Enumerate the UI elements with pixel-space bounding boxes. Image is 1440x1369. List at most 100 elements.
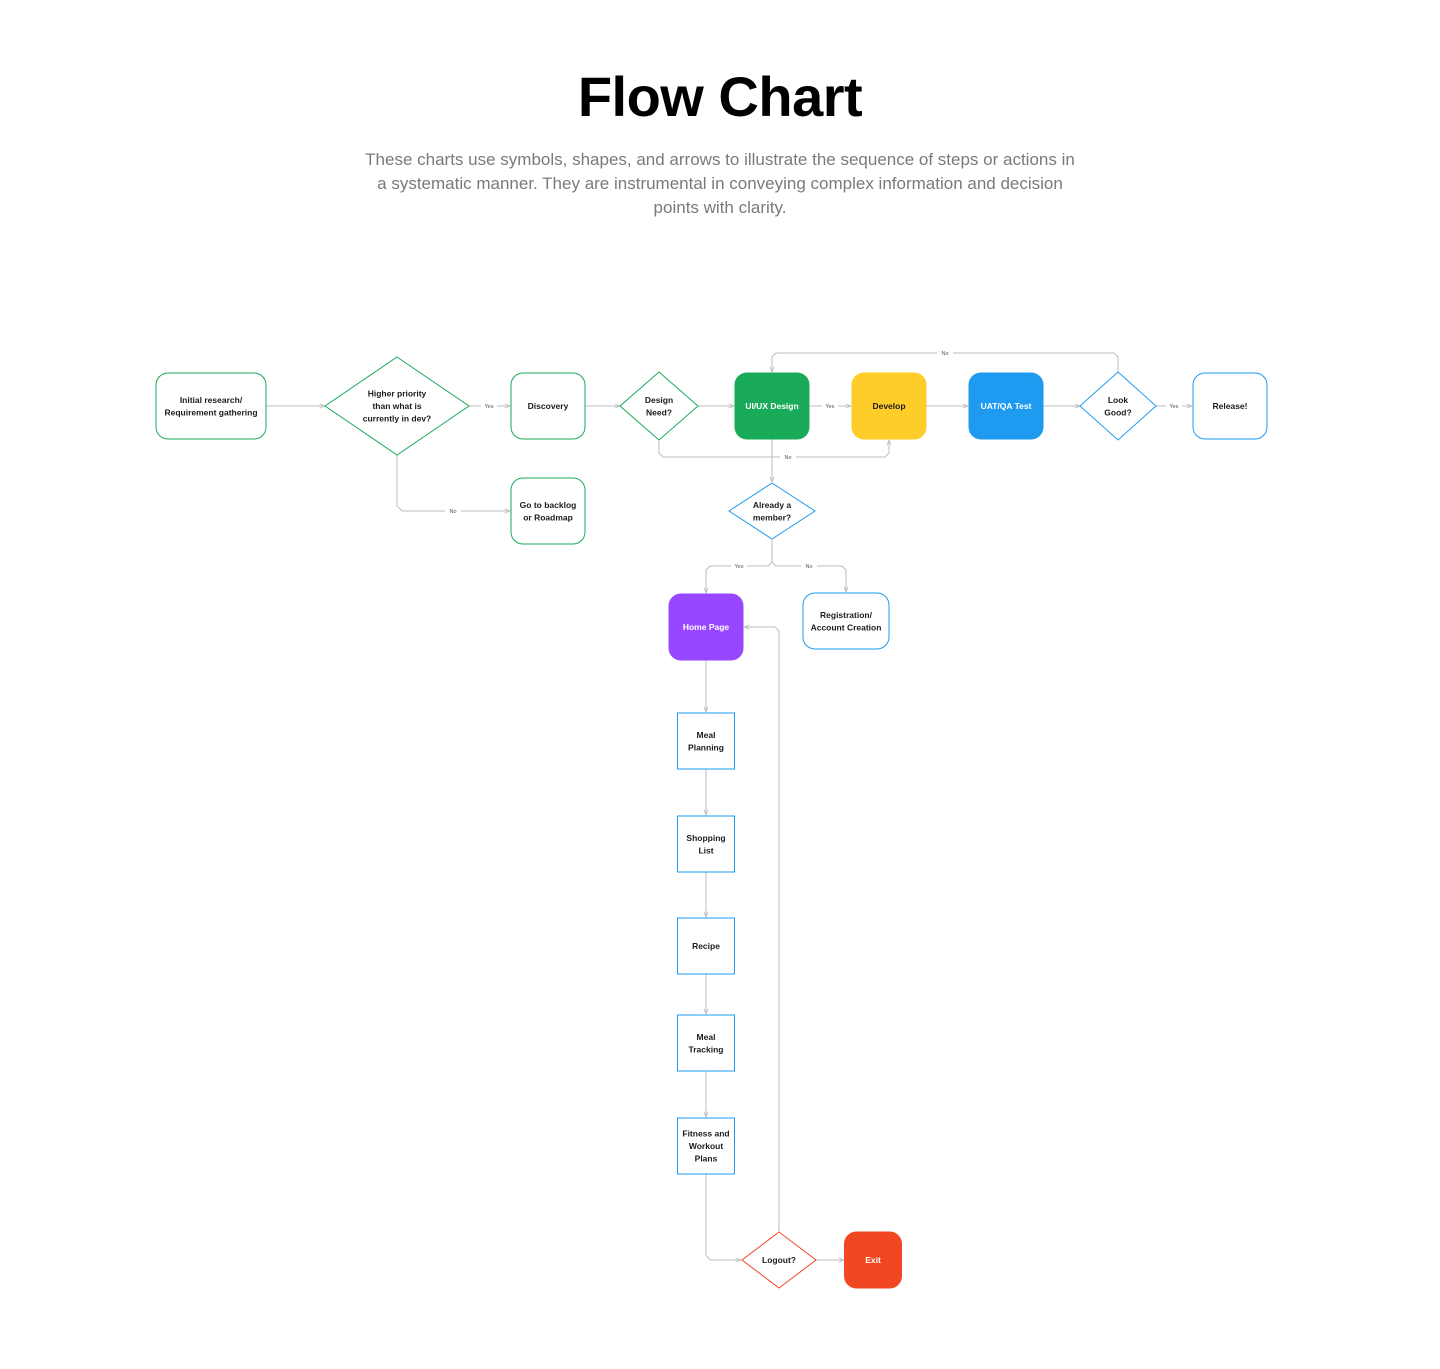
nodes: Initial research/Requirement gathering Hi… <box>155 356 1268 1289</box>
node-higher-priority-label: currently in dev? <box>363 414 432 424</box>
node-release: Release! <box>1192 372 1268 440</box>
node-recipe-shape <box>677 917 735 975</box>
node-already-member-shape <box>728 482 816 540</box>
node-develop-shape <box>851 372 927 440</box>
edge-label-uiux-yes: Yes <box>822 402 838 410</box>
node-release-label: Release! <box>1213 401 1248 411</box>
edge-label-uiux-yes-bg <box>822 402 838 410</box>
node-design-need-label: Need? <box>646 407 672 417</box>
node-uat-qa: UAT/QA Test <box>968 372 1044 440</box>
node-release-shape <box>1192 372 1268 440</box>
node-higher-priority: Higher priority than what is currently in … <box>324 356 470 456</box>
node-meal-planning-label: Meal <box>697 730 716 740</box>
edge-member-to-registration <box>771 561 846 592</box>
edge-label-design-no: No <box>780 453 796 461</box>
node-discovery-shape <box>510 372 586 440</box>
node-exit-label: Exit <box>865 1255 881 1265</box>
node-shopping-list-label: List <box>698 845 713 855</box>
node-meal-planning-shape <box>677 712 735 770</box>
node-initial-research-label: Requirement gathering <box>164 407 257 417</box>
node-initial-research-shape <box>155 372 267 440</box>
node-uat-qa-label: UAT/QA Test <box>981 401 1032 411</box>
node-registration-shape <box>802 592 890 650</box>
node-initial-research-label: Initial research/ <box>180 395 243 405</box>
page-subtitle: These charts use symbols, shapes, and ar… <box>365 150 1075 217</box>
edge-design-need-no-to-develop <box>658 440 889 458</box>
node-meal-tracking-label: Tracking <box>689 1044 724 1054</box>
edge-label-member-no-text: No <box>805 564 812 570</box>
node-already-member-label: Already a <box>753 500 792 510</box>
node-look-good-label: Good? <box>1104 407 1131 417</box>
node-develop: Develop <box>851 372 927 440</box>
node-initial-research: Initial research/Requirement gathering <box>155 372 267 440</box>
node-discovery: Discovery <box>510 372 586 440</box>
page-title: Flow Chart <box>577 65 863 128</box>
edge-label-uiux-yes-text: Yes <box>826 404 835 410</box>
node-home-page-label: Home Page <box>683 622 730 632</box>
edge-logout-to-home <box>744 627 780 1232</box>
node-design-need-shape <box>619 371 699 441</box>
node-logout: Logout? <box>741 1231 817 1289</box>
node-registration-label: Account Creation <box>811 622 882 632</box>
node-backlog-label: Go to backlog <box>520 500 577 510</box>
node-logout-shape <box>741 1231 817 1289</box>
edge-label-priority-yes-text: Yes <box>485 404 494 410</box>
connectors <box>266 352 1192 1260</box>
node-higher-priority-shape <box>324 356 470 456</box>
edge-label-look-yes-text: Yes <box>1170 404 1179 410</box>
edge-fitness-to-logout <box>705 1174 741 1260</box>
node-shopping-list-shape <box>677 815 735 873</box>
node-design-need-label: Design <box>645 395 673 405</box>
node-backlog: Go to backlog or Roadmap <box>510 477 586 545</box>
edge-label-priority-yes: Yes <box>481 402 497 410</box>
edge-label-priority-no-text: No <box>449 509 456 515</box>
edge-label-member-yes: Yes <box>731 562 747 570</box>
edge-label-look-no-bg <box>937 349 953 357</box>
node-fitness-label: Workout <box>689 1141 723 1151</box>
node-already-member-label: member? <box>753 512 791 522</box>
edge-label-member-no-bg <box>801 562 817 570</box>
edge-label-priority-no-bg <box>445 507 461 515</box>
edge-label-priority-yes-bg <box>481 402 497 410</box>
edge-label-look-no: No <box>937 349 953 357</box>
node-home-page-shape <box>668 593 744 661</box>
node-uat-qa-shape <box>968 372 1044 440</box>
node-discovery-label: Discovery <box>528 401 569 411</box>
node-higher-priority-label: than what is <box>372 401 421 411</box>
node-fitness-label: Fitness and <box>682 1129 729 1139</box>
node-exit: Exit <box>844 1231 902 1289</box>
node-uiux-design: UI/UX Design <box>734 372 810 440</box>
node-look-good-shape <box>1079 371 1157 441</box>
node-already-member: Already a member? <box>728 482 816 540</box>
node-higher-priority-label: Higher priority <box>368 389 427 399</box>
node-exit-shape <box>844 1231 902 1289</box>
edge-label-member-yes-bg <box>731 562 747 570</box>
node-meal-planning-label: Planning <box>688 742 724 752</box>
node-registration: Registration/Account Creation <box>802 592 890 650</box>
node-uiux-design-label: UI/UX Design <box>745 401 798 411</box>
edge-label-design-no-bg <box>780 453 796 461</box>
node-home-page: Home Page <box>668 593 744 661</box>
edge-label-member-yes-text: Yes <box>735 564 744 570</box>
node-recipe: Recipe <box>677 917 735 975</box>
node-develop-label: Develop <box>872 401 905 411</box>
node-fitness-label: Plans <box>695 1154 718 1164</box>
node-meal-tracking-label: Meal <box>697 1032 716 1042</box>
node-fitness-shape <box>677 1117 735 1175</box>
edge-priority-to-backlog <box>396 455 510 511</box>
edge-label-look-yes-bg <box>1166 402 1182 410</box>
edge-label-design-no-text: No <box>784 455 791 461</box>
node-backlog-label: or Roadmap <box>523 512 573 522</box>
node-uiux-design-shape <box>734 372 810 440</box>
edge-label-look-yes: Yes <box>1166 402 1182 410</box>
node-recipe-label: Recipe <box>692 941 720 951</box>
node-meal-tracking-shape <box>677 1014 735 1072</box>
